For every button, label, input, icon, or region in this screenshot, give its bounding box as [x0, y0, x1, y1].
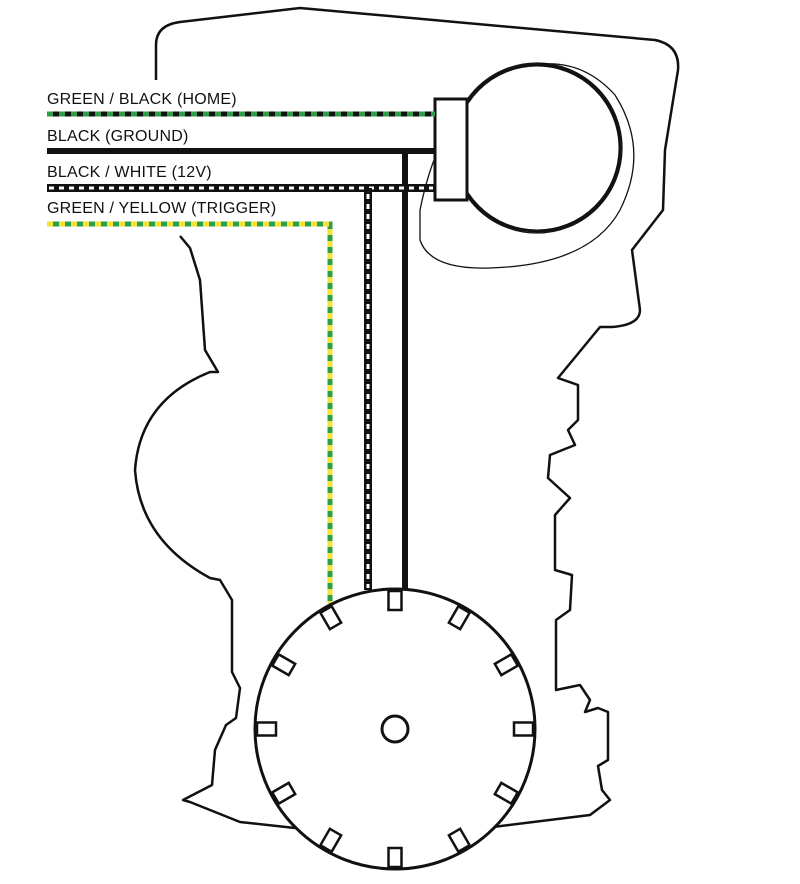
reluctor-tooth [270, 652, 297, 677]
label-ground-wire: BLACK (GROUND) [47, 128, 189, 145]
distributor-cap [452, 63, 622, 233]
label-trigger-wire: GREEN / YELLOW (TRIGGER) [47, 200, 277, 217]
reluctor-tooth [387, 846, 403, 869]
reluctor-tooth [318, 827, 343, 854]
reluctor-teeth [255, 589, 535, 869]
label-power-wire: BLACK / WHITE (12V) [47, 164, 212, 181]
wire-ground [47, 148, 435, 590]
reluctor-tooth [270, 781, 297, 806]
reluctor-tooth [387, 589, 403, 612]
reluctor-tooth [493, 652, 520, 677]
reluctor-tooth [493, 781, 520, 806]
reluctor-tooth [318, 604, 343, 631]
reluctor-tooth [447, 827, 472, 854]
wire-trigger [47, 221, 333, 604]
reluctor-tooth [512, 721, 535, 737]
sensor-connector [433, 97, 469, 202]
wire-power [47, 184, 435, 590]
label-home-wire: GREEN / BLACK (HOME) [47, 91, 237, 108]
reluctor-tooth [255, 721, 278, 737]
wheel-hub [380, 714, 410, 744]
reluctor-tooth [447, 604, 472, 631]
engine-block-outline [133, 6, 680, 830]
